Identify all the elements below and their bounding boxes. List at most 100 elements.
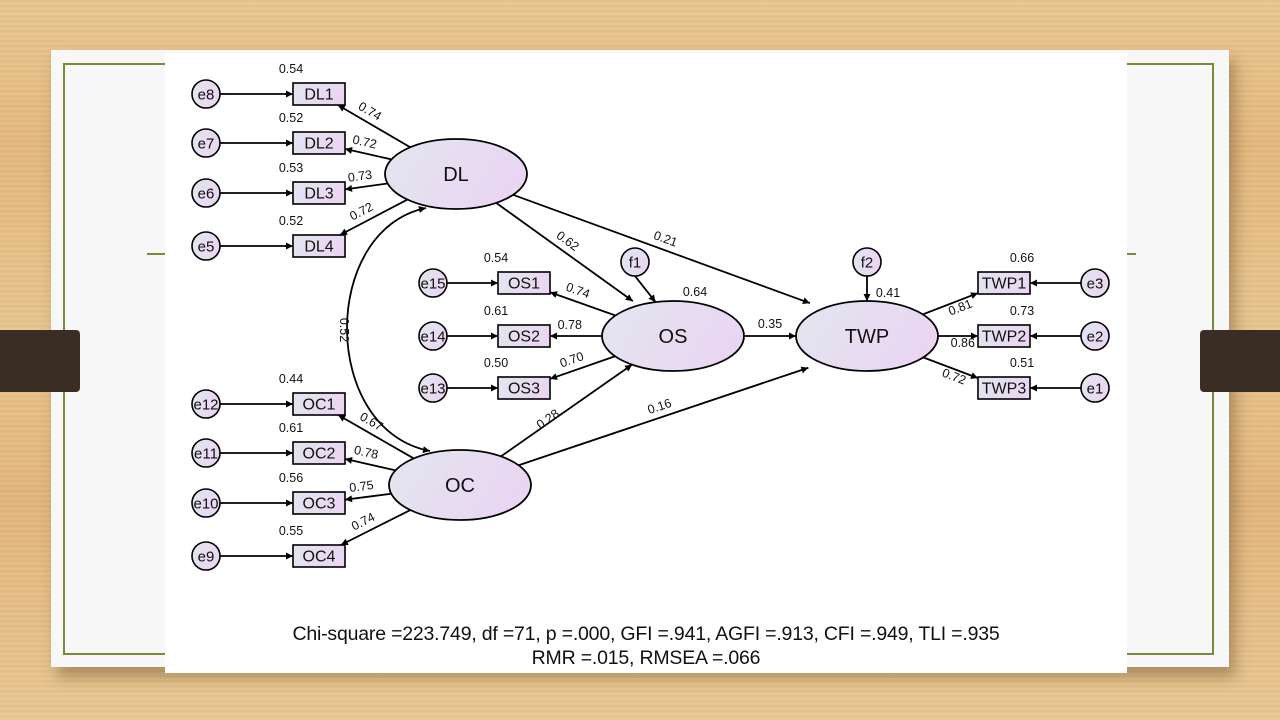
loading-label-oc1: 0.67 bbox=[357, 410, 385, 434]
indicator-oc4 bbox=[292, 544, 346, 568]
fit-indices-line1: Chi-square =223.749, df =71, p =.000, GF… bbox=[292, 623, 1000, 645]
loading-arrow-twp3 bbox=[922, 356, 979, 379]
error-label-e9: e9 bbox=[198, 549, 215, 566]
error-label-e10: e10 bbox=[193, 496, 218, 513]
indicator-label-oc3: OC3 bbox=[303, 496, 336, 513]
indicator-twp3 bbox=[977, 376, 1031, 400]
error-e13 bbox=[418, 373, 448, 403]
indicator-label-dl2: DL2 bbox=[304, 136, 333, 153]
loading-arrow-oc4 bbox=[340, 509, 411, 546]
r2-label-twp: 0.41 bbox=[876, 286, 900, 300]
frame-accent-right bbox=[1126, 253, 1136, 255]
r2-label-dl1: 0.54 bbox=[279, 62, 303, 76]
error-e12 bbox=[191, 389, 221, 419]
loading-arrow-os3 bbox=[549, 355, 616, 380]
loading-arrow-oc3 bbox=[344, 492, 392, 503]
r2-label-twp3: 0.51 bbox=[1010, 356, 1034, 370]
disturbance-f2 bbox=[852, 247, 882, 277]
r2-label-oc2: 0.61 bbox=[279, 421, 303, 435]
loading-arrow-dl3 bbox=[344, 182, 388, 192]
error-e2 bbox=[1080, 321, 1110, 351]
path-coef-oc-os: 0.28 bbox=[534, 406, 562, 431]
disturbance-label-f1: f1 bbox=[629, 255, 642, 272]
r2-label-os3: 0.50 bbox=[484, 356, 508, 370]
loading-label-dl3: 0.73 bbox=[347, 168, 373, 185]
r2-label-os2: 0.61 bbox=[484, 304, 508, 318]
indicator-dl4 bbox=[292, 234, 346, 258]
sem-diagram: DL1e8DL2e7DL3e6DL4e5OC1e12OC2e11OC3e10OC… bbox=[191, 62, 1110, 571]
error-label-e8: e8 bbox=[198, 87, 215, 104]
r2-label-oc3: 0.56 bbox=[279, 471, 303, 485]
indicator-label-oc2: OC2 bbox=[303, 446, 336, 463]
error-e8 bbox=[191, 79, 221, 109]
path-arrow-oc-os bbox=[500, 363, 633, 458]
error-label-e12: e12 bbox=[193, 397, 218, 414]
loading-label-os2: 0.78 bbox=[558, 318, 582, 332]
error-e3 bbox=[1080, 268, 1110, 298]
covariance-dl-oc bbox=[346, 206, 431, 454]
path-coef-dl-os: 0.62 bbox=[554, 228, 582, 254]
indicator-oc3 bbox=[292, 491, 346, 515]
latent-label-twp: TWP bbox=[845, 326, 889, 348]
error-label-e5: e5 bbox=[198, 239, 215, 256]
r2-label-twp1: 0.66 bbox=[1010, 251, 1034, 265]
path-arrow-oc-twp bbox=[518, 366, 809, 467]
r2-label-oc4: 0.55 bbox=[279, 524, 303, 538]
error-label-e14: e14 bbox=[420, 329, 445, 346]
decorative-tab-right bbox=[1200, 330, 1280, 392]
fit-indices: Chi-square =223.749, df =71, p =.000, GF… bbox=[165, 622, 1127, 670]
error-label-e13: e13 bbox=[420, 381, 445, 398]
covariance-coef-dl-oc: 0.52 bbox=[337, 318, 351, 342]
loading-label-twp2: 0.86 bbox=[951, 336, 975, 350]
loading-arrow-oc2 bbox=[344, 457, 396, 472]
indicator-os3 bbox=[497, 376, 551, 400]
loading-arrow-dl1 bbox=[337, 104, 411, 149]
indicator-label-twp2: TWP2 bbox=[982, 329, 1027, 346]
loading-label-oc4: 0.74 bbox=[349, 510, 377, 533]
fit-indices-line2: RMR =.015, RMSEA =.066 bbox=[531, 647, 761, 669]
error-e10 bbox=[191, 488, 221, 518]
indicator-label-oc1: OC1 bbox=[303, 397, 336, 414]
error-e7 bbox=[191, 128, 221, 158]
error-label-e15: e15 bbox=[420, 276, 445, 293]
indicator-dl2 bbox=[292, 131, 346, 155]
error-e14 bbox=[418, 321, 448, 351]
indicator-label-oc4: OC4 bbox=[303, 549, 336, 566]
loading-label-twp3: 0.72 bbox=[940, 366, 968, 388]
indicator-twp1 bbox=[977, 271, 1031, 295]
path-coef-os-twp: 0.35 bbox=[758, 317, 782, 331]
frame-accent-left bbox=[147, 253, 165, 255]
loading-arrow-os1 bbox=[549, 291, 616, 317]
error-e11 bbox=[191, 438, 221, 468]
decorative-tab-left bbox=[0, 330, 80, 392]
r2-label-dl2: 0.52 bbox=[279, 111, 303, 125]
error-e15 bbox=[418, 268, 448, 298]
indicator-label-dl1: DL1 bbox=[304, 87, 333, 104]
error-label-e7: e7 bbox=[198, 136, 215, 153]
r2-label-oc1: 0.44 bbox=[279, 372, 303, 386]
latent-dl bbox=[384, 138, 528, 210]
loading-label-dl2: 0.72 bbox=[351, 133, 378, 152]
indicator-os1 bbox=[497, 271, 551, 295]
path-arrow-dl-twp bbox=[512, 193, 811, 305]
loading-arrow-dl2 bbox=[344, 147, 392, 161]
loading-label-dl4: 0.72 bbox=[347, 200, 375, 224]
latent-os bbox=[601, 300, 745, 372]
indicator-label-twp3: TWP3 bbox=[982, 381, 1027, 398]
indicator-oc2 bbox=[292, 441, 346, 465]
loading-label-oc2: 0.78 bbox=[353, 443, 380, 462]
latent-label-os: OS bbox=[659, 326, 688, 348]
disturbance-arrow-f1 bbox=[634, 275, 657, 303]
loading-arrow-oc1 bbox=[337, 414, 415, 460]
r2-label-twp2: 0.73 bbox=[1010, 304, 1034, 318]
error-label-e1: e1 bbox=[1087, 381, 1104, 398]
latent-label-oc: OC bbox=[445, 475, 475, 497]
indicator-dl1 bbox=[292, 82, 346, 106]
indicator-os2 bbox=[497, 324, 551, 348]
disturbance-label-f2: f2 bbox=[861, 255, 874, 272]
error-e6 bbox=[191, 178, 221, 208]
loading-label-twp1: 0.81 bbox=[946, 297, 974, 319]
r2-label-dl4: 0.52 bbox=[279, 214, 303, 228]
indicator-label-dl4: DL4 bbox=[304, 239, 333, 256]
indicator-oc1 bbox=[292, 392, 346, 416]
